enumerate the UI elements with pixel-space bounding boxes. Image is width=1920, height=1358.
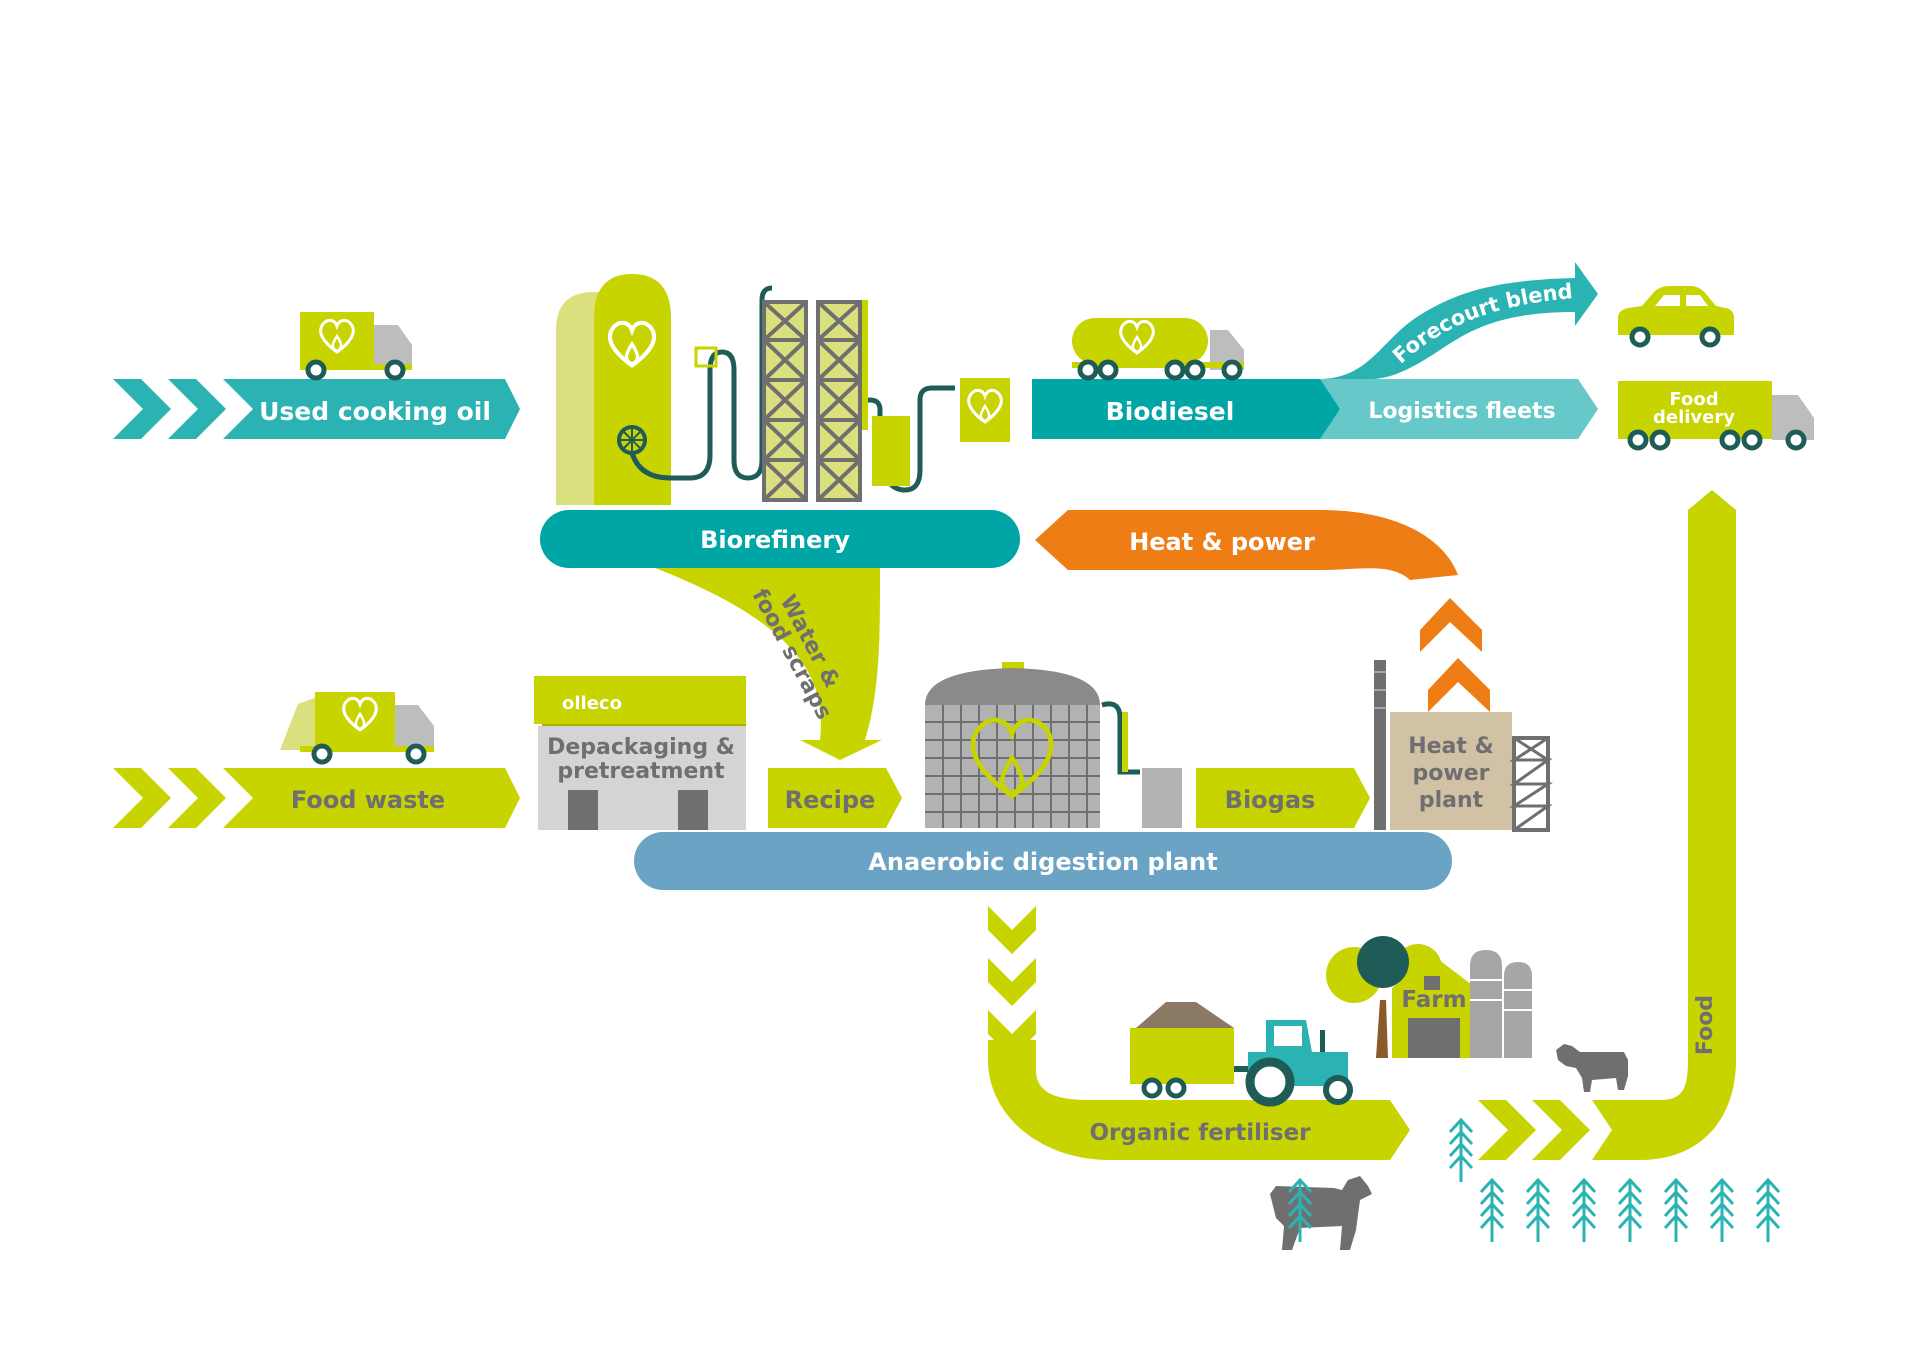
forecourt-blends-arrow (1318, 262, 1598, 379)
farm-scene (1326, 936, 1532, 1058)
olleco-brand: olleco (562, 693, 622, 714)
heat-power-label: Heat & power (1129, 528, 1315, 556)
car-icon (1618, 286, 1734, 345)
gas-pipe (1101, 701, 1140, 775)
digester-tank (925, 662, 1100, 828)
output-chevrons (988, 906, 1036, 1058)
food-waste-arrow (113, 768, 520, 828)
depackaging-label-2: pretreatment (557, 759, 725, 784)
anaerobic-digestion-label: Anaerobic digestion plant (868, 848, 1217, 876)
biorefinery-bar (540, 510, 1020, 568)
biorefinery-tank (556, 274, 671, 505)
biogas-arrow (1196, 768, 1370, 828)
farm-label: Farm (1401, 987, 1466, 1013)
recipe-label: Recipe (785, 786, 876, 814)
food-arrow (1592, 490, 1736, 1160)
biodiesel-label: Biodiesel (1106, 397, 1235, 426)
heat-rising-chevrons (1420, 598, 1490, 712)
recipe-arrow (768, 768, 902, 828)
bin-lorry-icon (280, 692, 434, 762)
chp-label-1: Heat & (1408, 734, 1494, 759)
processing-column (762, 300, 862, 502)
product-tank (960, 378, 1010, 442)
pipework (629, 285, 773, 481)
water-food-scraps-arrow (655, 568, 882, 760)
food-chevrons (1478, 1100, 1590, 1160)
storage-vessel (872, 416, 910, 486)
chp-label-3: plant (1419, 788, 1484, 813)
used-cooking-oil-label: Used cooking oil (259, 397, 491, 426)
tractor-icon (1130, 1002, 1353, 1107)
biodiesel-arrow (1032, 379, 1340, 439)
cow-icon (1556, 1044, 1628, 1092)
food-label: Food (1693, 995, 1718, 1055)
biogas-label: Biogas (1225, 786, 1316, 814)
food-waste-label: Food waste (291, 786, 445, 814)
anaerobic-digestion-bar (634, 832, 1452, 890)
chp-plant (1374, 660, 1554, 832)
silo-icon (1470, 950, 1502, 1058)
used-cooking-oil-arrow (113, 379, 520, 439)
gas-holder (1142, 768, 1182, 828)
heat-power-arrow (1035, 510, 1458, 580)
depackaging-building (534, 676, 746, 830)
chimney-icon (1374, 660, 1386, 830)
organic-fertiliser-label: Organic fertiliser (1089, 1120, 1311, 1146)
tanker-icon (1072, 318, 1244, 378)
food-delivery-truck: Food delivery (1618, 381, 1814, 448)
food-delivery-label-1: Food (1669, 389, 1718, 410)
food-delivery-label-2: delivery (1653, 407, 1735, 428)
pipework (840, 385, 955, 493)
chp-label-2: power (1413, 761, 1490, 786)
organic-fertiliser-arrow (988, 1040, 1410, 1160)
cow-icon (1270, 1176, 1372, 1250)
logistics-fleets-label: Logistics fleets (1368, 399, 1555, 424)
biorefinery-label: Biorefinery (700, 526, 850, 554)
logistics-fleets-arrow (1320, 379, 1598, 439)
truck-icon (300, 312, 412, 378)
depackaging-label-1: Depackaging & (547, 735, 735, 760)
